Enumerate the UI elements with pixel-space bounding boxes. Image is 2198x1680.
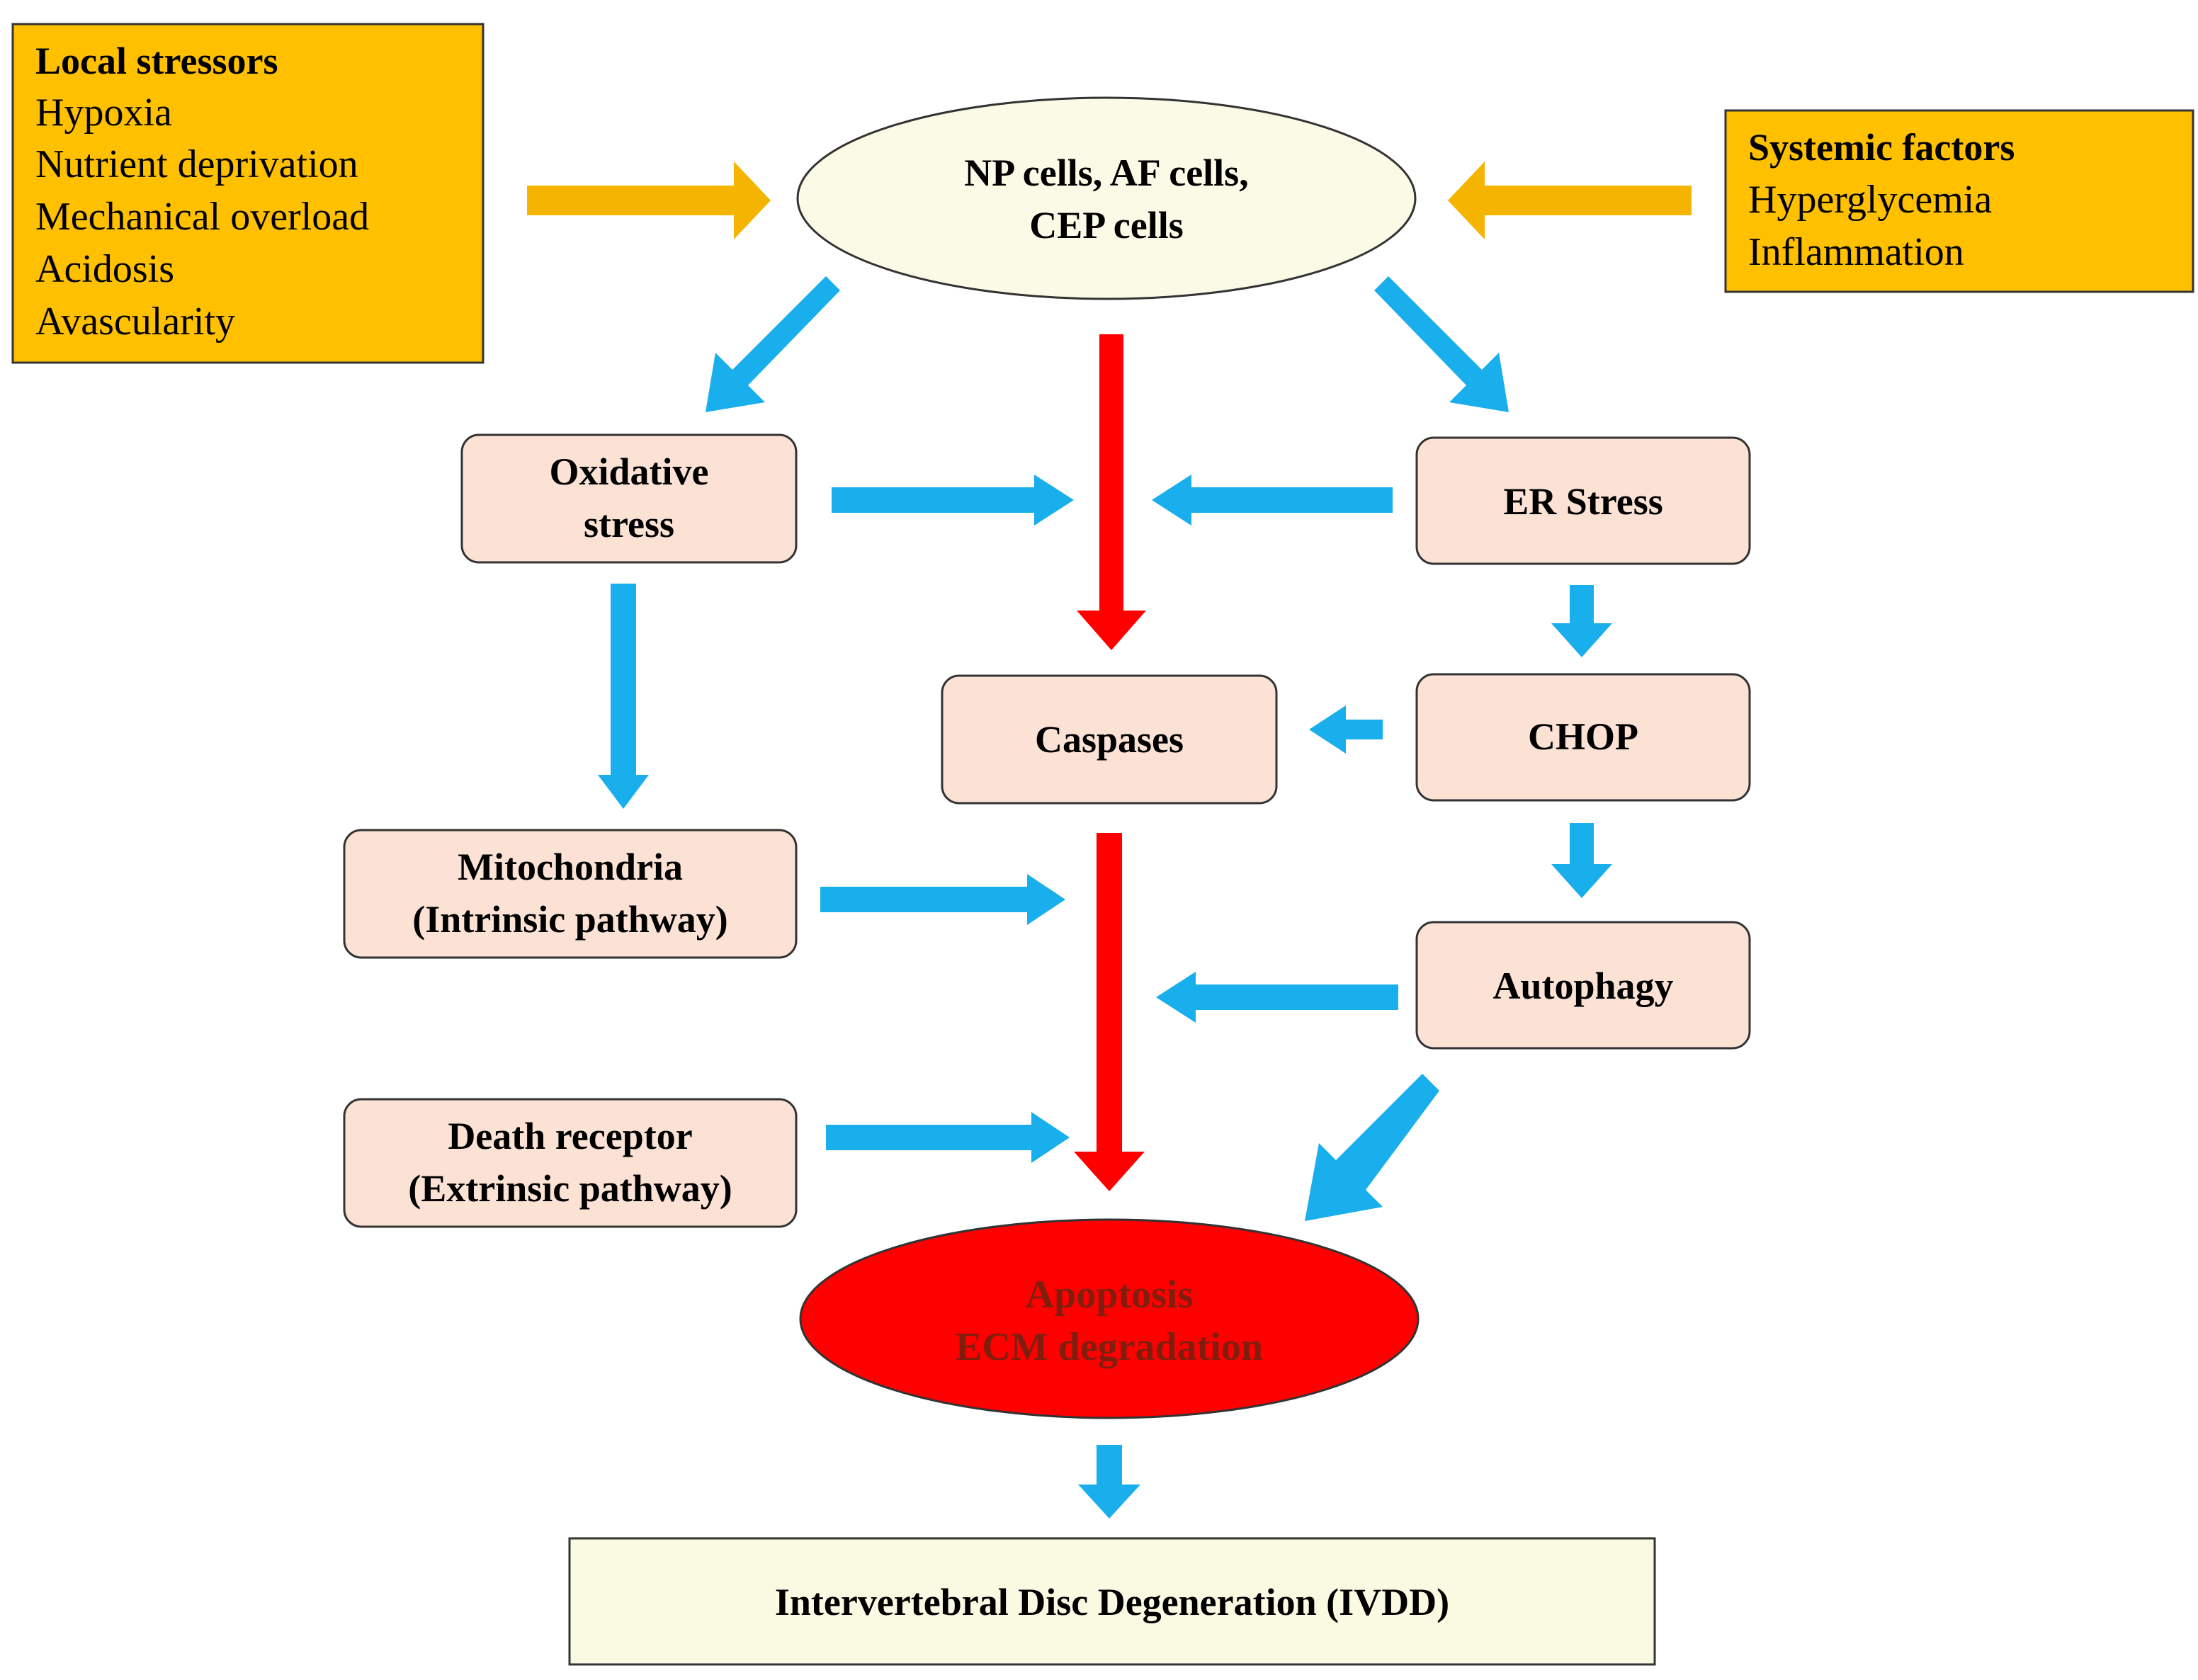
- blue-arrow-chop-to-caspases: [1309, 705, 1383, 754]
- caspases-label: Caspases: [1035, 718, 1184, 761]
- red-arrow-caspases-to-apoptosis: [1074, 833, 1145, 1191]
- local-stressors-title: Local stressors: [35, 40, 278, 82]
- oxidative-stress-label-line2: stress: [584, 503, 674, 545]
- mitochondria-label-line1: Mitochondria: [458, 846, 683, 888]
- systemic-factor-item: Inflammation: [1748, 230, 1964, 274]
- oxidative-stress-label-line1: Oxidative: [550, 450, 709, 493]
- autophagy-label: Autophagy: [1492, 965, 1673, 1007]
- blue-arrow-oxidative-to-mitochondria: [598, 584, 649, 809]
- ivdd-label: Intervertebral Disc Degeneration (IVDD): [775, 1581, 1449, 1623]
- apoptosis-node: Apoptosis ECM degradation: [799, 1218, 1420, 1419]
- mitochondria-label-line2: (Intrinsic pathway): [412, 898, 728, 941]
- death-receptor-label-line2: (Extrinsic pathway): [408, 1167, 732, 1210]
- autophagy-node: Autophagy: [1415, 921, 1751, 1050]
- local-stressors-box: Local stressors Hypoxia Nutrient depriva…: [11, 23, 485, 364]
- apoptosis-label-line2: ECM degradation: [956, 1325, 1263, 1369]
- cells-label-line1: NP cells, AF cells,: [964, 152, 1248, 194]
- local-stressor-item: Avascularity: [35, 300, 235, 344]
- chop-label: CHOP: [1528, 715, 1638, 758]
- chop-node: CHOP: [1415, 673, 1751, 802]
- blue-arrow-chop-to-autophagy: [1551, 823, 1612, 898]
- local-stressor-item: Nutrient deprivation: [35, 142, 358, 186]
- systemic-factors-box: Systemic factors Hyperglycemia Inflammat…: [1724, 109, 2194, 293]
- systemic-factors-title: Systemic factors: [1748, 126, 2015, 169]
- cells-node: NP cells, AF cells, CEP cells: [796, 96, 1417, 300]
- blue-arrow-autophagy-to-apoptosis: [1305, 1074, 1439, 1221]
- cells-label-line2: CEP cells: [1029, 204, 1183, 246]
- local-stressor-item: Acidosis: [35, 247, 174, 291]
- ivdd-box: Intervertebral Disc Degeneration (IVDD): [568, 1537, 1656, 1666]
- blue-arrow-autophagy-to-center: [1156, 972, 1398, 1023]
- blue-arrow-mitochondria-to-center: [820, 874, 1065, 925]
- blue-arrow-er-stress-to-center: [1152, 475, 1393, 526]
- death-receptor-label-line1: Death receptor: [448, 1115, 692, 1157]
- red-arrow-cells-to-caspases: [1077, 334, 1146, 650]
- blue-arrow-cells-to-er-stress: [1374, 276, 1509, 412]
- systemic-factor-item: Hyperglycemia: [1748, 178, 1992, 222]
- er-stress-label: ER Stress: [1503, 480, 1663, 523]
- caspases-node: Caspases: [941, 674, 1278, 805]
- blue-arrow-apoptosis-to-ivdd: [1078, 1445, 1140, 1519]
- death-receptor-node: Death receptor (Extrinsic pathway): [343, 1098, 798, 1228]
- er-stress-node: ER Stress: [1415, 436, 1751, 565]
- apoptosis-label-line1: Apoptosis: [1026, 1273, 1194, 1317]
- orange-arrow-local-to-cells: [527, 161, 771, 239]
- local-stressor-item: Hypoxia: [35, 91, 172, 135]
- blue-arrow-er-stress-to-chop: [1551, 585, 1612, 657]
- blue-arrow-oxidative-to-center: [832, 475, 1074, 526]
- local-stressor-item: Mechanical overload: [35, 195, 369, 239]
- blue-arrow-death-receptor-to-center: [826, 1112, 1070, 1163]
- blue-arrow-cells-to-oxidative: [706, 276, 840, 412]
- mitochondria-node: Mitochondria (Intrinsic pathway): [343, 829, 798, 959]
- orange-arrow-systemic-to-cells: [1448, 161, 1692, 239]
- oxidative-stress-node: Oxidative stress: [460, 433, 798, 564]
